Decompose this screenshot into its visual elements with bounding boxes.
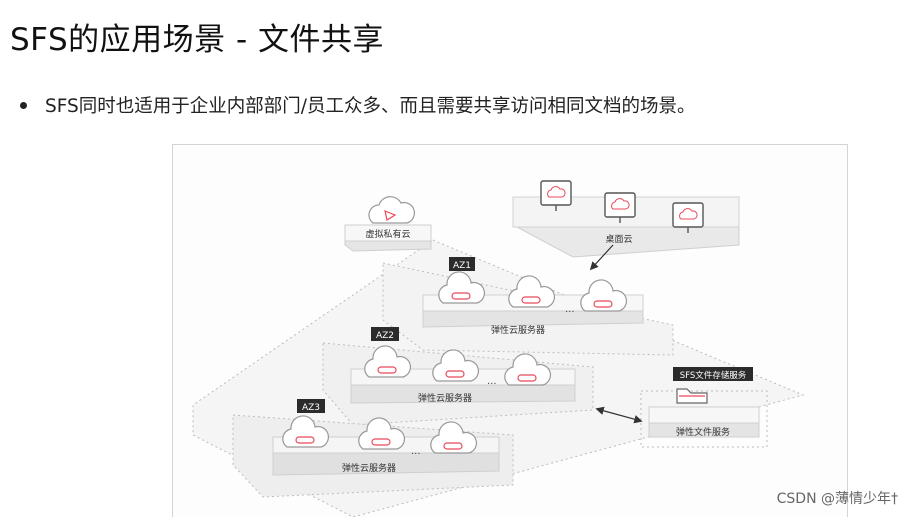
az3-server-cloud-icon — [282, 415, 330, 448]
vpc-cloud-icon — [368, 196, 416, 224]
desktop-monitor-icon — [540, 180, 572, 211]
az2-tag — [371, 327, 399, 341]
az3-tag-label: AZ3 — [302, 403, 320, 413]
az1-ellipsis: ··· — [565, 307, 575, 318]
az3-group: AZ3 ··· 弹性云服务器 — [272, 399, 500, 476]
az2-server-cloud-icon — [432, 349, 480, 382]
desktop-cloud-label: 桌面云 — [605, 233, 632, 245]
sfs-tag — [673, 367, 753, 381]
page-title: SFS的应用场景 - 文件共享 — [10, 22, 385, 58]
watermark: CSDN @薄情少年† — [776, 491, 898, 507]
az3-label: 弹性云服务器 — [342, 462, 396, 474]
az2-server-cloud-icon — [364, 345, 412, 378]
vpc-node: 虚拟私有云 — [344, 196, 432, 252]
sfs-share-arrow — [595, 406, 643, 424]
sfs-node: SFS文件存储服务 弹性文件服务 — [640, 367, 768, 448]
az3-ellipsis: ··· — [411, 449, 421, 460]
desktop-to-az1-arrow — [589, 244, 614, 271]
az1-label: 弹性云服务器 — [491, 324, 545, 336]
sfs-folder-icon — [676, 388, 708, 404]
az2-group: AZ2 ··· 弹性云服务器 — [350, 327, 576, 404]
desktop-monitor-icon — [672, 202, 704, 233]
az2-label: 弹性云服务器 — [418, 392, 472, 404]
az2-server-cloud-icon — [504, 353, 552, 386]
az1-tag — [449, 257, 475, 271]
az2-tag-label: AZ2 — [376, 331, 394, 341]
az2-ellipsis: ··· — [487, 379, 497, 390]
vpc-label: 虚拟私有云 — [365, 228, 410, 240]
sfs-label: 弹性文件服务 — [676, 426, 730, 438]
desktop-monitor-icon — [604, 192, 636, 223]
az3-server-cloud-icon — [430, 421, 478, 454]
vpc-triangle-icon — [384, 210, 397, 221]
desktop-cloud-node: 桌面云 — [512, 180, 740, 258]
az3-tag — [297, 399, 325, 413]
az1-tag-label: AZ1 — [453, 261, 471, 271]
bullet-item: SFS同时也适用于企业内部部门/员工众多、而且需要共享访问相同文档的场景。 — [20, 92, 696, 118]
az1-group: AZ1 ··· 弹性云服务器 — [422, 257, 644, 336]
bullet-icon — [20, 101, 27, 109]
az1-server-cloud-icon — [580, 279, 628, 312]
architecture-diagram: 虚拟私有云 桌面云 — [172, 144, 848, 517]
az3-server-cloud-icon — [358, 417, 406, 450]
az1-server-cloud-icon — [438, 271, 486, 304]
bullet-text: SFS同时也适用于企业内部部门/员工众多、而且需要共享访问相同文档的场景。 — [45, 96, 696, 117]
diagram-canvas: 虚拟私有云 桌面云 — [192, 180, 805, 517]
az1-server-cloud-icon — [508, 275, 556, 308]
sfs-tag-label: SFS文件存储服务 — [680, 370, 747, 381]
